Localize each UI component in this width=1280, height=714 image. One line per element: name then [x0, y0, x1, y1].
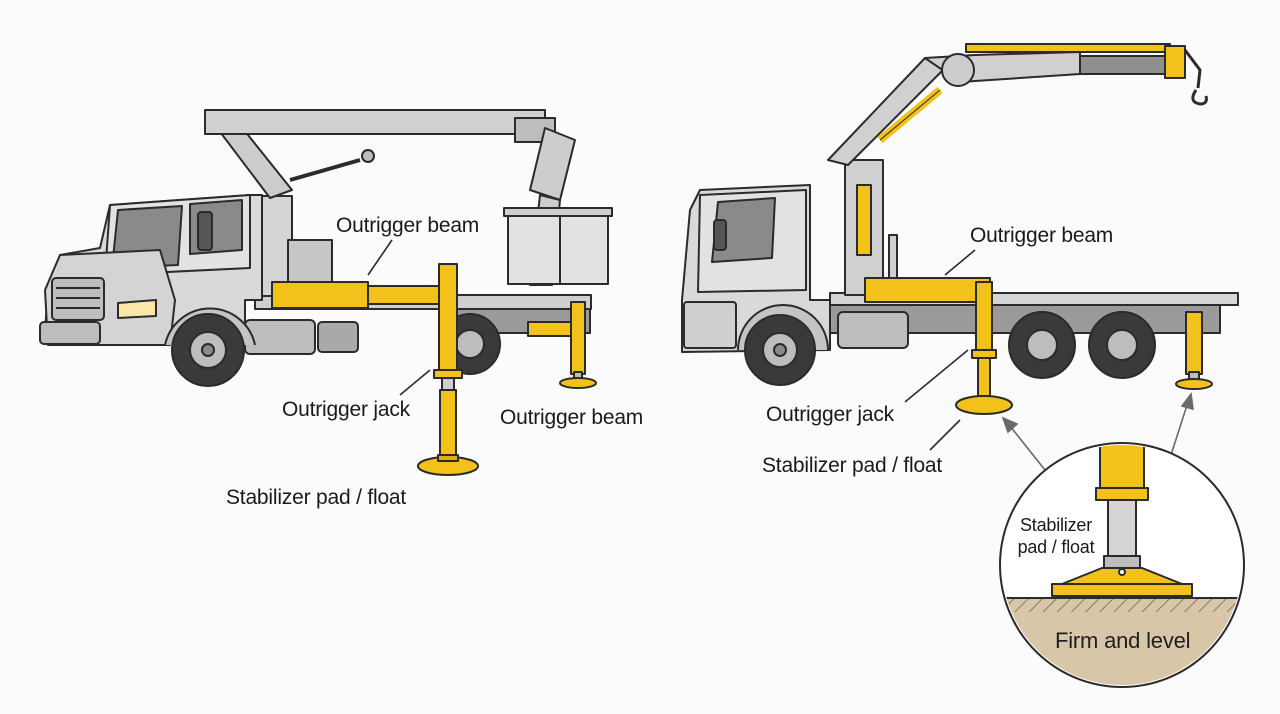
label-inset-ground: Firm and level	[1055, 628, 1191, 653]
label-inset-stabilizer-pad: Stabilizer pad / float	[1010, 514, 1102, 558]
inset-pad-line2: pad / float	[1017, 537, 1095, 557]
label-left-stabilizer-pad: Stabilizer pad / float	[226, 486, 407, 509]
label-right-stabilizer-pad: Stabilizer pad / float	[762, 454, 943, 477]
label-right-outrigger-jack: Outrigger jack	[766, 403, 894, 426]
label-right-outrigger-beam: Outrigger beam	[970, 224, 1114, 247]
left-leader-lines	[367, 239, 431, 396]
stabilizer-detail-inset	[999, 442, 1245, 688]
right-leader-lines	[904, 249, 976, 451]
inset-arrows	[1001, 391, 1194, 471]
label-left-outrigger-jack: Outrigger jack	[282, 398, 410, 421]
label-left-outrigger-beam-top: Outrigger beam	[336, 214, 480, 237]
label-left-outrigger-beam-rear: Outrigger beam	[500, 406, 644, 429]
bucket-truck	[39, 109, 613, 476]
crane-truck	[681, 43, 1239, 415]
inset-pad-line1: Stabilizer	[1019, 515, 1093, 535]
